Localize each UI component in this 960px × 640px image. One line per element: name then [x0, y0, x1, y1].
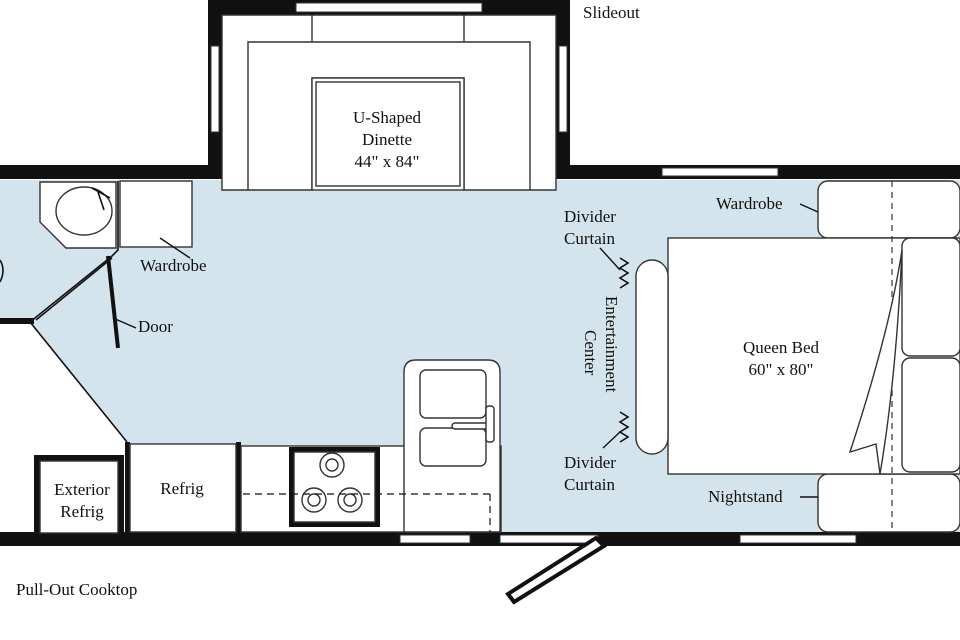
leader-lines — [112, 203, 819, 498]
bathroom — [0, 180, 193, 443]
leader-curtain-top — [599, 247, 621, 271]
walls — [0, 0, 960, 546]
door-line — [106, 255, 120, 349]
divider-curtain-bottom-line1: Divider — [564, 453, 616, 472]
nightstand-label: Nightstand — [708, 487, 783, 506]
leader-wardrobe-left — [159, 237, 191, 259]
bath-faucet — [91, 187, 111, 211]
exterior-refrig-inner — [39, 460, 119, 534]
wardrobe-left-label: Wardrobe — [140, 256, 207, 275]
bath-wall-line — [29, 181, 119, 323]
window-top-right — [661, 167, 779, 177]
dinette-label-line1: U-Shaped — [353, 108, 421, 127]
divider-curtain-top-line2: Curtain — [564, 229, 615, 248]
wardrobe-right-box — [817, 180, 960, 239]
exterior-refrig-label-line1: Exterior — [54, 480, 110, 499]
burner-3-inner — [343, 493, 357, 507]
window-bottom-3 — [739, 534, 857, 544]
door-label: Door — [138, 317, 173, 336]
curtain-top-zigzag — [618, 257, 630, 289]
pillow-1 — [901, 237, 960, 357]
sink-basin-2 — [419, 427, 487, 467]
leader-wardrobe-right — [799, 203, 819, 213]
window-slideout-left — [210, 45, 220, 133]
leader-curtain-bottom — [602, 431, 621, 449]
slideout-label: Slideout — [583, 3, 640, 22]
wall-bottom — [0, 532, 960, 546]
entertainment-label-line1: Entertainment — [602, 296, 621, 393]
queen-bed-dimensions: 60" x 80" — [748, 360, 814, 379]
wall-refrig-divider — [236, 442, 241, 532]
bedroom — [618, 180, 960, 533]
pull-out-cooktop-label: Pull-Out Cooktop — [16, 580, 138, 599]
leader-door — [112, 317, 137, 329]
bath-sink-basin — [55, 186, 113, 236]
entertainment-label-line2: Center — [581, 330, 600, 376]
cabinet-diagonal — [29, 321, 128, 443]
wall-top-left — [0, 165, 222, 179]
bath-wall-stub — [0, 318, 34, 324]
sheet-fold — [848, 249, 903, 475]
exterior-refrig-label-line2: Refrig — [60, 502, 104, 521]
window-slideout-top — [295, 2, 483, 13]
pillow-2 — [901, 357, 960, 473]
entry-door-panel — [505, 535, 608, 605]
divider-curtain-top-line1: Divider — [564, 207, 616, 226]
dinette — [221, 14, 557, 191]
wall-kitchen-divider — [125, 442, 130, 538]
window-bottom-1 — [399, 534, 471, 544]
dinette-dimensions: 44" x 84" — [354, 152, 420, 171]
wardrobe-right-label: Wardrobe — [716, 194, 783, 213]
nightstand-box — [817, 473, 960, 533]
queen-bed-label: Queen Bed — [742, 338, 819, 357]
wardrobe-left-box — [119, 180, 193, 248]
bed-foot — [635, 259, 669, 455]
entry-door — [505, 535, 608, 605]
refrig-label: Refrig — [160, 479, 204, 498]
sink-basin-1 — [419, 369, 487, 419]
curtain-bottom-zigzag — [618, 411, 630, 443]
bath-wall-line-inner — [35, 257, 113, 321]
refrig-box — [129, 443, 237, 533]
burner-2-inner — [307, 493, 321, 507]
dinette-table-inner — [315, 81, 461, 187]
dinette-label-line2: Dinette — [361, 130, 413, 149]
window-slideout-right — [558, 45, 568, 133]
kitchen — [34, 359, 502, 539]
dinette-back-inner — [247, 41, 531, 190]
burner-1-inner — [325, 458, 339, 472]
faucet-post — [485, 405, 495, 443]
window-bottom-2 — [499, 534, 599, 544]
toilet-edge — [0, 259, 4, 283]
divider-curtain-bottom-line2: Curtain — [564, 475, 615, 494]
